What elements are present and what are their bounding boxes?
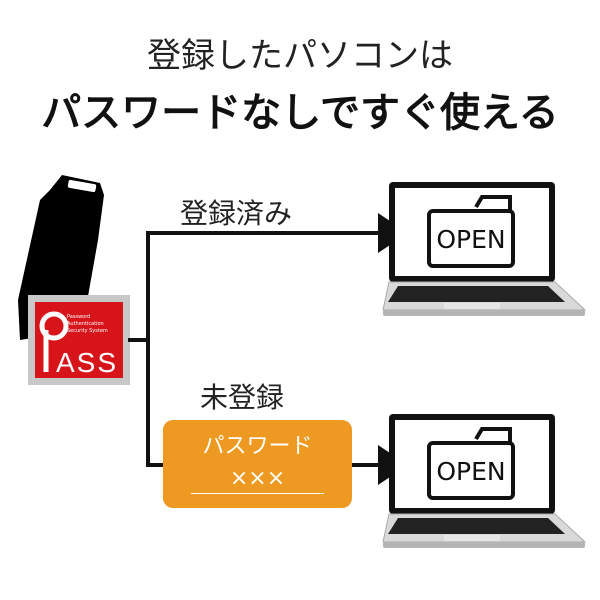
unregistered-label: 未登録 (200, 381, 285, 414)
title-line-2: パスワードなしですぐ使える (41, 90, 559, 136)
registered-label: 登録済み (180, 197, 293, 230)
pass-subtitle: Password (67, 314, 90, 320)
pass-subtitle: Authentication (67, 321, 104, 327)
connector-lines (128, 231, 380, 467)
password-underline (191, 493, 324, 494)
laptop-icon: OPEN (382, 182, 587, 316)
password-value: ××× (229, 466, 286, 491)
pass-text: ASS (56, 347, 116, 378)
laptop-icon: OPEN (382, 414, 587, 548)
password-label: パスワード (202, 434, 313, 459)
pass-subtitle: Security System (67, 328, 108, 334)
password-box: パスワード ××× (163, 420, 352, 508)
open-text: OPEN (436, 457, 505, 486)
pass-logo: Password Authentication Security System … (28, 295, 130, 385)
open-text: OPEN (436, 225, 505, 254)
title-line-1: 登録したパソコンは (147, 36, 453, 76)
